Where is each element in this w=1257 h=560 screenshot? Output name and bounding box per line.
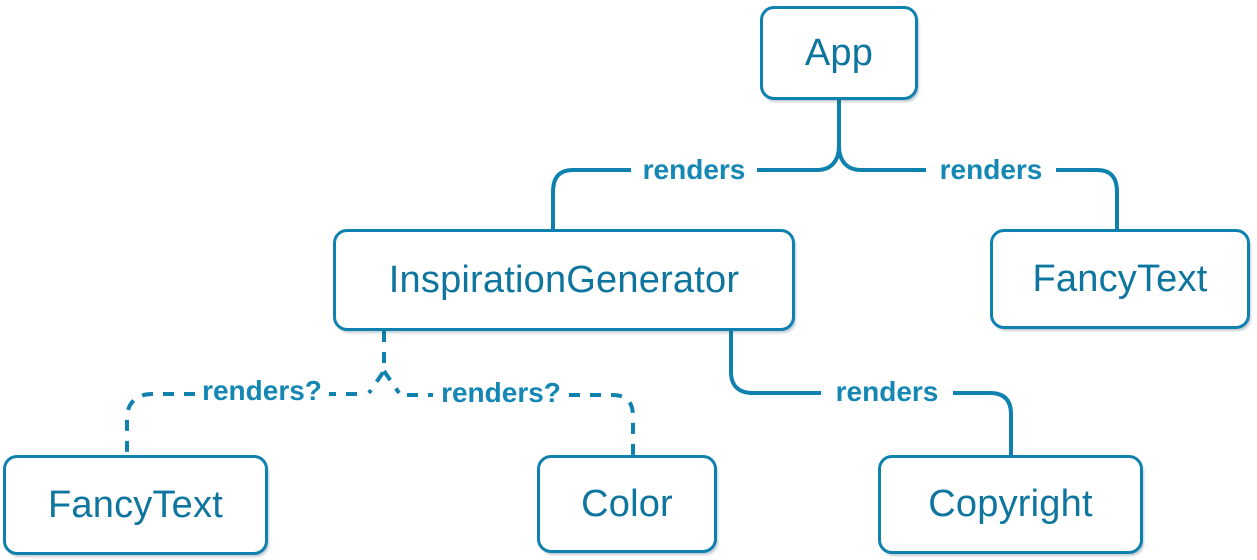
node-fancytext-bottom: FancyText <box>3 455 268 555</box>
edge-line-segment <box>367 331 386 395</box>
edge-label-renders-maybe-left: renders? <box>198 377 326 405</box>
edge-inspirationgenerator-color <box>382 369 635 457</box>
edge-line-segment <box>837 100 926 172</box>
edge-line-segment <box>382 369 401 395</box>
edge-line-segment <box>125 392 195 457</box>
node-copyright: Copyright <box>878 455 1143 554</box>
edge-inspirationgenerator-copyright <box>729 329 1013 457</box>
node-inspiration-generator: InspirationGenerator <box>333 229 795 331</box>
edge-label-renders-copyright: renders <box>831 378 943 406</box>
edge-line-segment <box>953 391 1013 457</box>
node-color: Color <box>537 455 717 553</box>
edge-inspirationgenerator-fancytext <box>125 331 386 457</box>
edge-line-segment <box>1056 168 1119 232</box>
node-fancytext-top: FancyText <box>990 229 1250 329</box>
edge-line-segment <box>551 168 631 232</box>
edge-line-segment <box>757 100 841 172</box>
edge-app-fancytext <box>837 100 1119 232</box>
edge-label-renders-right: renders <box>935 156 1047 184</box>
edge-label-renders-left: renders <box>638 156 750 184</box>
edge-line-segment <box>729 329 821 395</box>
edge-label-renders-maybe-right: renders? <box>437 379 565 407</box>
node-app: App <box>760 6 918 100</box>
edge-line-segment <box>569 393 635 457</box>
